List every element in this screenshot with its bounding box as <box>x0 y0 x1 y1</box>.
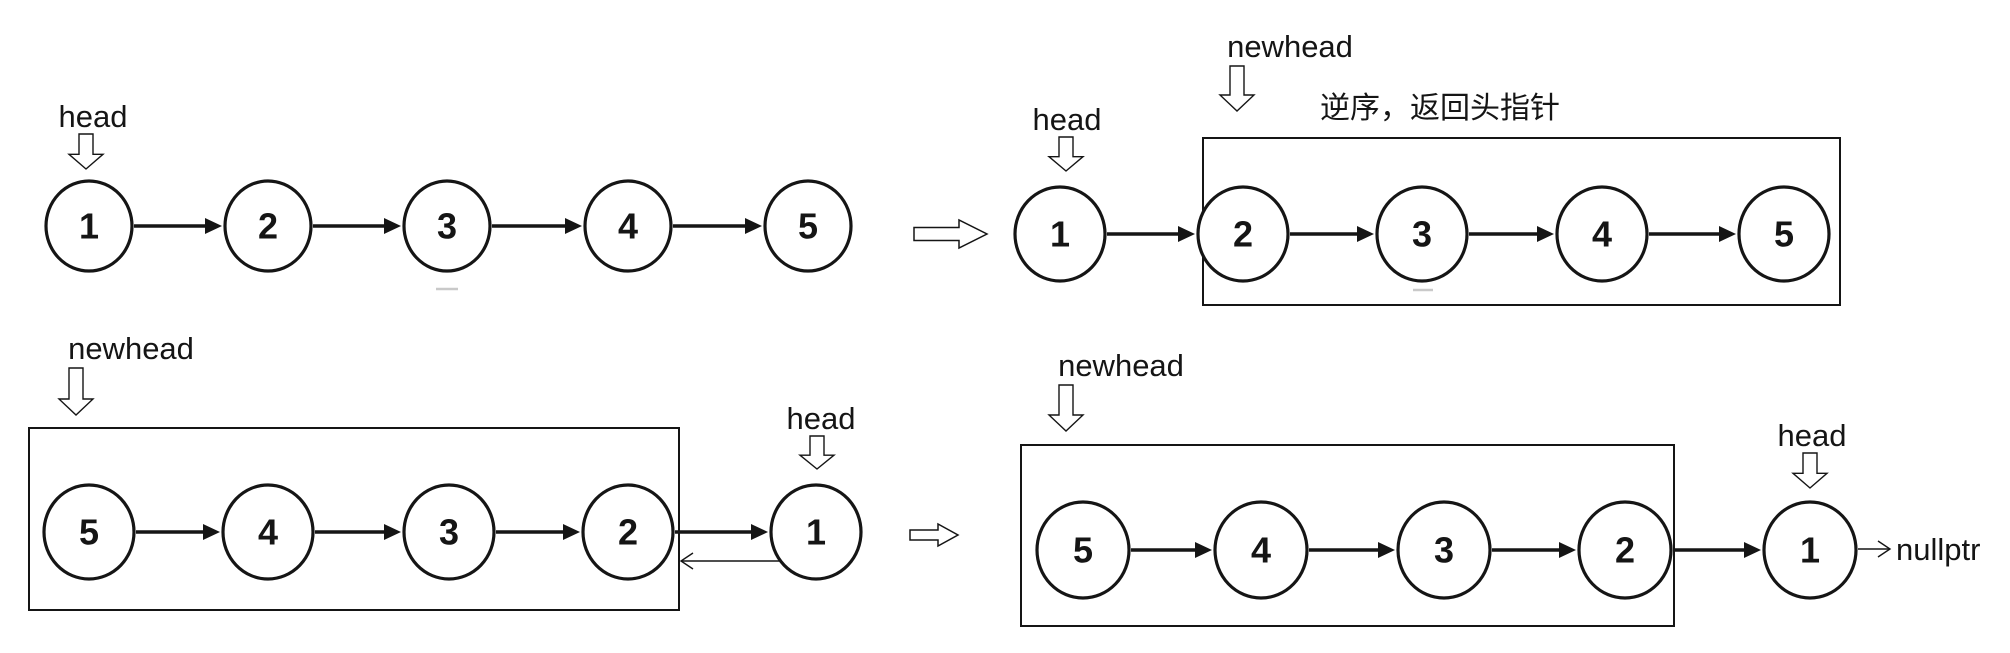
back-pointer-arrow-head <box>679 552 694 570</box>
list-node-value: 2 <box>1233 214 1253 255</box>
null-pointer-arrow-head <box>1877 540 1892 558</box>
after-recursive-reverse-sublist: 1 2 3 4 5 head newhead 逆序，返回头指针 <box>1013 29 1841 306</box>
down-arrow-icon <box>1218 65 1256 112</box>
next-pointer-arrowhead <box>745 218 762 234</box>
list-node-value: 5 <box>1073 530 1093 571</box>
list-node-circle <box>402 179 492 273</box>
list-node-value: 2 <box>618 512 638 553</box>
down-arrow-icon <box>1047 384 1085 432</box>
list-node-circle <box>402 483 496 581</box>
head-pointer-label: head <box>1778 418 1847 453</box>
down-arrow-icon <box>798 435 836 470</box>
list-node-circle <box>1013 185 1107 283</box>
list-node-value: 4 <box>258 512 278 553</box>
list-node-value: 1 <box>79 206 99 247</box>
list-node-circle <box>581 483 675 581</box>
list-node-value: 2 <box>1615 530 1635 571</box>
list-node-circle <box>583 179 673 273</box>
transform-arrow-bottom-icon <box>909 522 960 548</box>
down-arrow-icon <box>67 133 105 170</box>
head-pointer-label: head <box>1033 102 1102 137</box>
newhead-pointer-label: newhead <box>68 331 194 366</box>
next-pointer-arrowhead <box>565 218 582 234</box>
annotation-text: 逆序，返回头指针 <box>1320 92 1560 125</box>
next-pointer-arrowhead <box>1357 226 1374 242</box>
newhead-pointer-label: newhead <box>1227 29 1353 64</box>
transform-arrow-top-icon <box>913 218 989 250</box>
next-pointer-arrowhead <box>1559 542 1576 558</box>
down-arrow-icon <box>57 367 95 416</box>
sublist-box <box>1020 444 1675 627</box>
list-node-circle <box>1375 185 1469 283</box>
head-pointer-label: head <box>787 401 856 436</box>
original-list: 1 2 3 4 5 head <box>44 99 853 273</box>
final-reversed-list: 5 4 3 2 1 newhead head nullptr <box>1020 348 1980 627</box>
head-pointer-label: head <box>59 99 128 134</box>
list-node-circle <box>1555 185 1649 283</box>
list-node-circle <box>221 483 315 581</box>
next-pointer-arrowhead <box>384 218 401 234</box>
list-node-circle <box>769 483 863 581</box>
next-pointer-arrowhead <box>205 218 222 234</box>
list-node-value: 4 <box>618 206 638 247</box>
newhead-pointer-label: newhead <box>1058 348 1184 383</box>
list-node-value: 1 <box>1050 214 1070 255</box>
list-node-value: 3 <box>1434 530 1454 571</box>
next-pointer-arrowhead <box>1378 542 1395 558</box>
list-node-circle <box>763 179 853 273</box>
list-node-value: 5 <box>798 206 818 247</box>
nullptr-label: nullptr <box>1896 532 1980 567</box>
list-node-value: 1 <box>806 512 826 553</box>
next-pointer-arrowhead <box>384 524 401 540</box>
list-node-circle <box>42 483 136 581</box>
list-node-value: 4 <box>1251 530 1271 571</box>
list-node-circle <box>223 179 313 273</box>
next-pointer-arrowhead <box>563 524 580 540</box>
reversed-sublist-with-back-pointer: 5 4 3 2 1 newhead head <box>28 331 863 611</box>
next-pointer-arrowhead <box>1178 226 1195 242</box>
list-node-circle <box>1035 500 1131 600</box>
list-node-value: 5 <box>1774 214 1794 255</box>
list-node-value: 5 <box>79 512 99 553</box>
list-node-circle <box>1196 185 1290 283</box>
list-node-circle <box>1762 500 1858 600</box>
list-node-circle <box>1396 500 1492 600</box>
next-pointer-arrowhead <box>1537 226 1554 242</box>
next-pointer-arrowhead <box>203 524 220 540</box>
list-node-circle <box>44 179 134 273</box>
down-arrow-icon <box>1791 452 1829 489</box>
list-node-value: 3 <box>437 206 457 247</box>
down-arrow-icon <box>1047 136 1085 172</box>
list-node-value: 3 <box>439 512 459 553</box>
list-node-value: 1 <box>1800 530 1820 571</box>
list-node-circle <box>1577 500 1673 600</box>
list-node-circle <box>1737 185 1831 283</box>
sublist-box <box>28 427 680 611</box>
list-node-circle <box>1213 500 1309 600</box>
list-node-value: 4 <box>1592 214 1612 255</box>
next-pointer-arrowhead <box>1744 542 1761 558</box>
list-node-value: 2 <box>258 206 278 247</box>
list-node-value: 3 <box>1412 214 1432 255</box>
next-pointer-arrowhead <box>1719 226 1736 242</box>
next-pointer-arrowhead <box>1195 542 1212 558</box>
next-pointer-arrowhead <box>751 524 768 540</box>
